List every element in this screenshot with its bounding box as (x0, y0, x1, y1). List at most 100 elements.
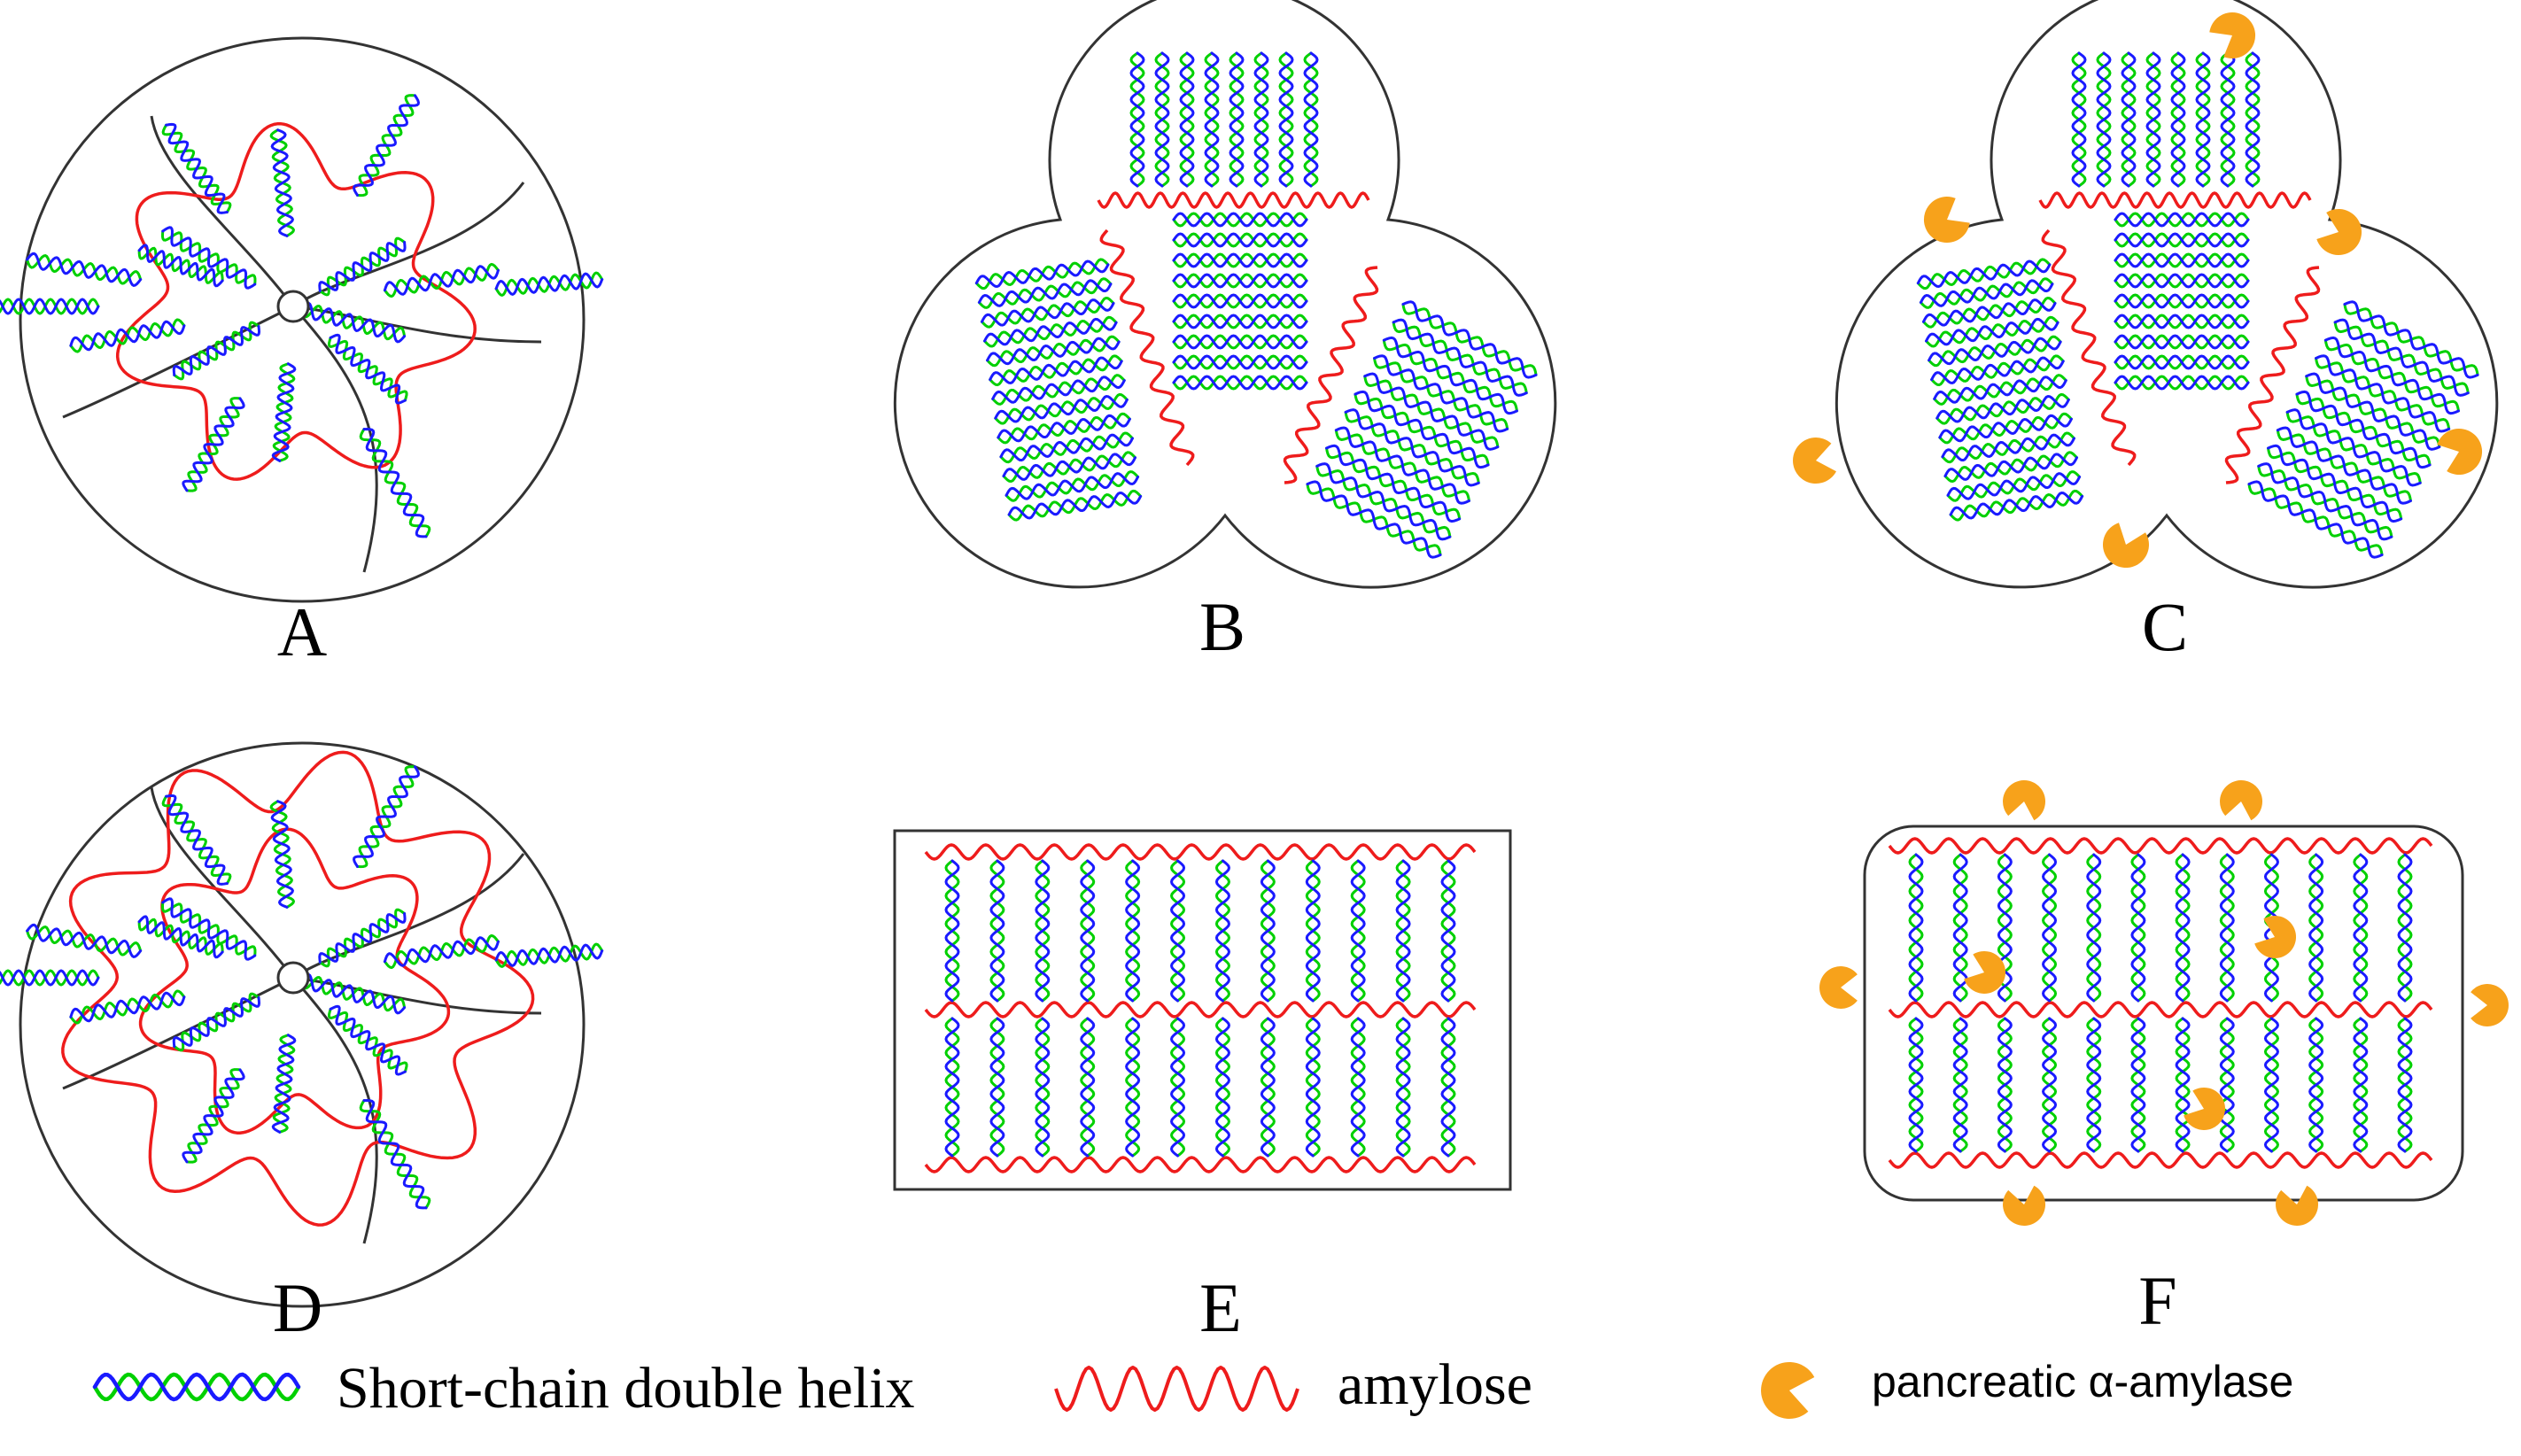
double-helix (944, 859, 960, 1003)
helix-strand (1278, 51, 1294, 188)
crystalline-block (1129, 51, 1319, 188)
helix-strand (2145, 51, 2161, 188)
helix-strand (2130, 853, 2146, 1003)
enzyme-group (1793, 12, 2483, 569)
helix-strand (1172, 252, 1308, 268)
double-helix (328, 333, 408, 405)
panel-label-c: C (2142, 588, 2188, 665)
helix-strand (944, 859, 960, 1003)
helix-strand (1916, 259, 2052, 289)
amylose-chain (1888, 1001, 2433, 1018)
double-helix (353, 94, 420, 197)
double-helix (137, 244, 224, 288)
double-helix (2285, 408, 2422, 487)
enzyme-group (1819, 780, 2509, 1226)
core-chain (150, 786, 295, 979)
helix-strand (2114, 252, 2250, 268)
panel-a: A (0, 36, 604, 670)
crystalline-block (1172, 212, 1308, 391)
helix-strand (2219, 853, 2235, 1003)
helix-strand (172, 325, 261, 376)
helix-strand (1395, 859, 1411, 1003)
double-helix (977, 277, 1113, 309)
double-helix (2263, 1017, 2280, 1153)
double-helix (1382, 336, 1518, 415)
crystalline-block (1916, 258, 2084, 522)
helix-strand (1172, 354, 1308, 370)
helix-strand (383, 265, 500, 296)
double-helix (1350, 859, 1366, 1003)
helix-strand (1350, 859, 1366, 1003)
helix-strand (980, 298, 1115, 327)
helix-strand (1921, 298, 2057, 327)
amylose-chain (2038, 191, 2312, 209)
helix-strand (1908, 1017, 1924, 1153)
double-helix (1080, 1017, 1096, 1158)
double-helix (1179, 51, 1195, 188)
helix-strand (2114, 212, 2250, 228)
helix-strand (2397, 853, 2413, 1003)
amylose-ring (115, 121, 477, 481)
double-helix (1933, 374, 2067, 406)
helix-strand (1007, 491, 1143, 520)
double-helix (1154, 51, 1170, 188)
double-helix (2114, 293, 2250, 309)
branch-core-chains (62, 786, 542, 1244)
helix-strand (1401, 300, 1538, 379)
double-helix (359, 427, 431, 538)
double-helix (2114, 273, 2250, 289)
double-helix (1952, 1017, 1968, 1153)
helix-strand (1382, 336, 1518, 415)
panel-b: B (893, 0, 1557, 665)
double-helix (1440, 859, 1456, 1003)
amylose-chain (1888, 837, 2433, 855)
helix-strand (92, 1372, 301, 1402)
helix-strand (1125, 1017, 1141, 1158)
panel-c: C (1793, 0, 2499, 665)
helix-strand (300, 301, 407, 344)
double-helix (92, 1372, 301, 1402)
double-helix (1363, 372, 1500, 451)
helix-strand (1941, 433, 2075, 462)
helix-strand (2130, 1017, 2146, 1153)
double-helix (182, 1068, 245, 1164)
double-helix (2041, 1017, 2058, 1153)
hilum (276, 290, 310, 323)
double-helix (1229, 51, 1245, 188)
double-helix (1325, 444, 1462, 523)
double-helix (1949, 489, 2084, 522)
helix-strand (2071, 51, 2087, 188)
helix-strand (2333, 318, 2470, 397)
double-helix (2114, 354, 2250, 370)
helix-strand (2114, 293, 2250, 309)
pacman-enzyme-icon (1761, 1361, 1815, 1419)
double-helix (986, 335, 1121, 368)
helix-strand (1997, 853, 2013, 1003)
double-helix (1925, 315, 2059, 348)
helix-strand (383, 936, 500, 967)
helix-strand (986, 337, 1121, 366)
crystalline-blocks (974, 51, 1538, 559)
helix-strand (2247, 480, 2384, 559)
pacman-enzyme-icon (1923, 197, 1970, 244)
granule-outline (19, 36, 586, 603)
trilobed-granule-outline (1835, 0, 2499, 589)
double-helix (2170, 51, 2186, 188)
double-helix (2042, 853, 2058, 1003)
amylose-chain (1888, 1151, 2433, 1169)
helix-strand (318, 241, 407, 292)
pacman-enzyme-icon (2003, 1185, 2046, 1226)
helix-strand (944, 1017, 960, 1158)
double-helix (1334, 426, 1470, 505)
amylose-chain (1054, 1366, 1299, 1412)
helix-strand (2220, 51, 2236, 188)
helix-strand (1179, 51, 1195, 188)
pacman-enzyme-icon (2254, 915, 2297, 958)
helix-strand (2175, 1017, 2191, 1153)
helix-strand (1354, 390, 1490, 469)
double-helix (1946, 470, 2082, 502)
helix-strand (1392, 318, 1528, 397)
double-helix (1997, 1017, 2013, 1153)
double-helix (1172, 252, 1308, 268)
helix-strand (137, 244, 224, 288)
